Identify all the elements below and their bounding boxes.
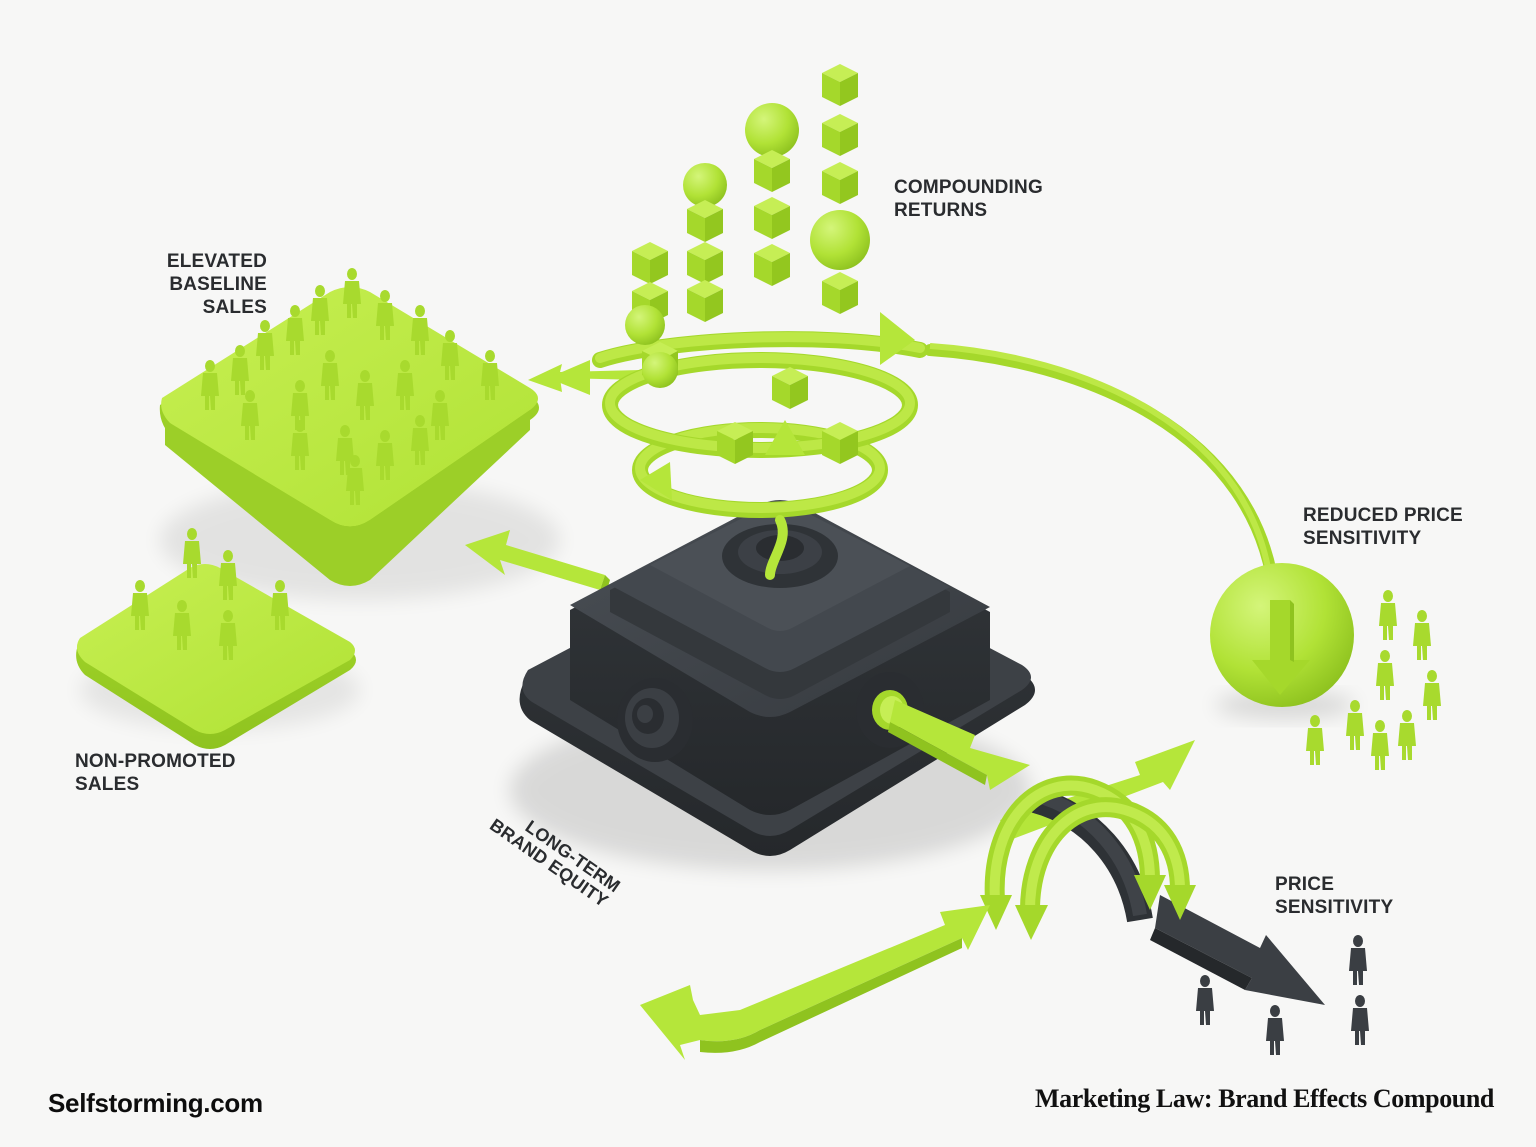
label-line: NON-PROMOTED — [75, 751, 236, 772]
label-line: RETURNS — [894, 200, 988, 221]
label-line: SENSITIVITY — [1275, 897, 1394, 918]
label-line: PRICE — [1275, 874, 1335, 895]
elevated-baseline-platform — [159, 268, 539, 586]
label-line: COMPOUNDING — [894, 177, 1043, 198]
label-line: ELEVATED — [166, 251, 267, 272]
label-price-sensitivity: PRICE SENSITIVITY — [1275, 873, 1393, 919]
bottom-double-arrow-icon — [640, 905, 990, 1060]
label-line: SENSITIVITY — [1303, 528, 1422, 549]
label-line: BASELINE — [169, 274, 267, 295]
reduced-sensitivity-sphere — [1210, 563, 1441, 770]
down-arrow-icon — [1252, 600, 1310, 695]
label-non-promoted-sales: NON-PROMOTED SALES — [75, 750, 236, 796]
label-elevated-baseline-sales: ELEVATED BASELINE SALES — [150, 250, 267, 319]
compounding-stacks-icon — [625, 64, 870, 464]
spiral-arrow-icon — [592, 331, 928, 580]
label-reduced-price-sensitivity: REDUCED PRICE SENSITIVITY — [1303, 504, 1463, 550]
label-line: SALES — [75, 774, 140, 795]
spiral-arrowheads-icon — [548, 312, 915, 500]
label-compounding-returns: COMPOUNDING RETURNS — [894, 176, 1043, 222]
diagram-title: Marketing Law: Brand Effects Compound — [1035, 1084, 1494, 1113]
connector-arc-icon — [924, 343, 1281, 606]
non-promoted-platform — [76, 528, 357, 749]
price-sensitivity-deflector — [980, 775, 1369, 1055]
brand-watermark: Selfstorming.com — [48, 1088, 263, 1118]
label-line: REDUCED PRICE — [1303, 505, 1463, 526]
label-line: SALES — [202, 297, 267, 318]
pedestal-icon — [519, 500, 1035, 856]
